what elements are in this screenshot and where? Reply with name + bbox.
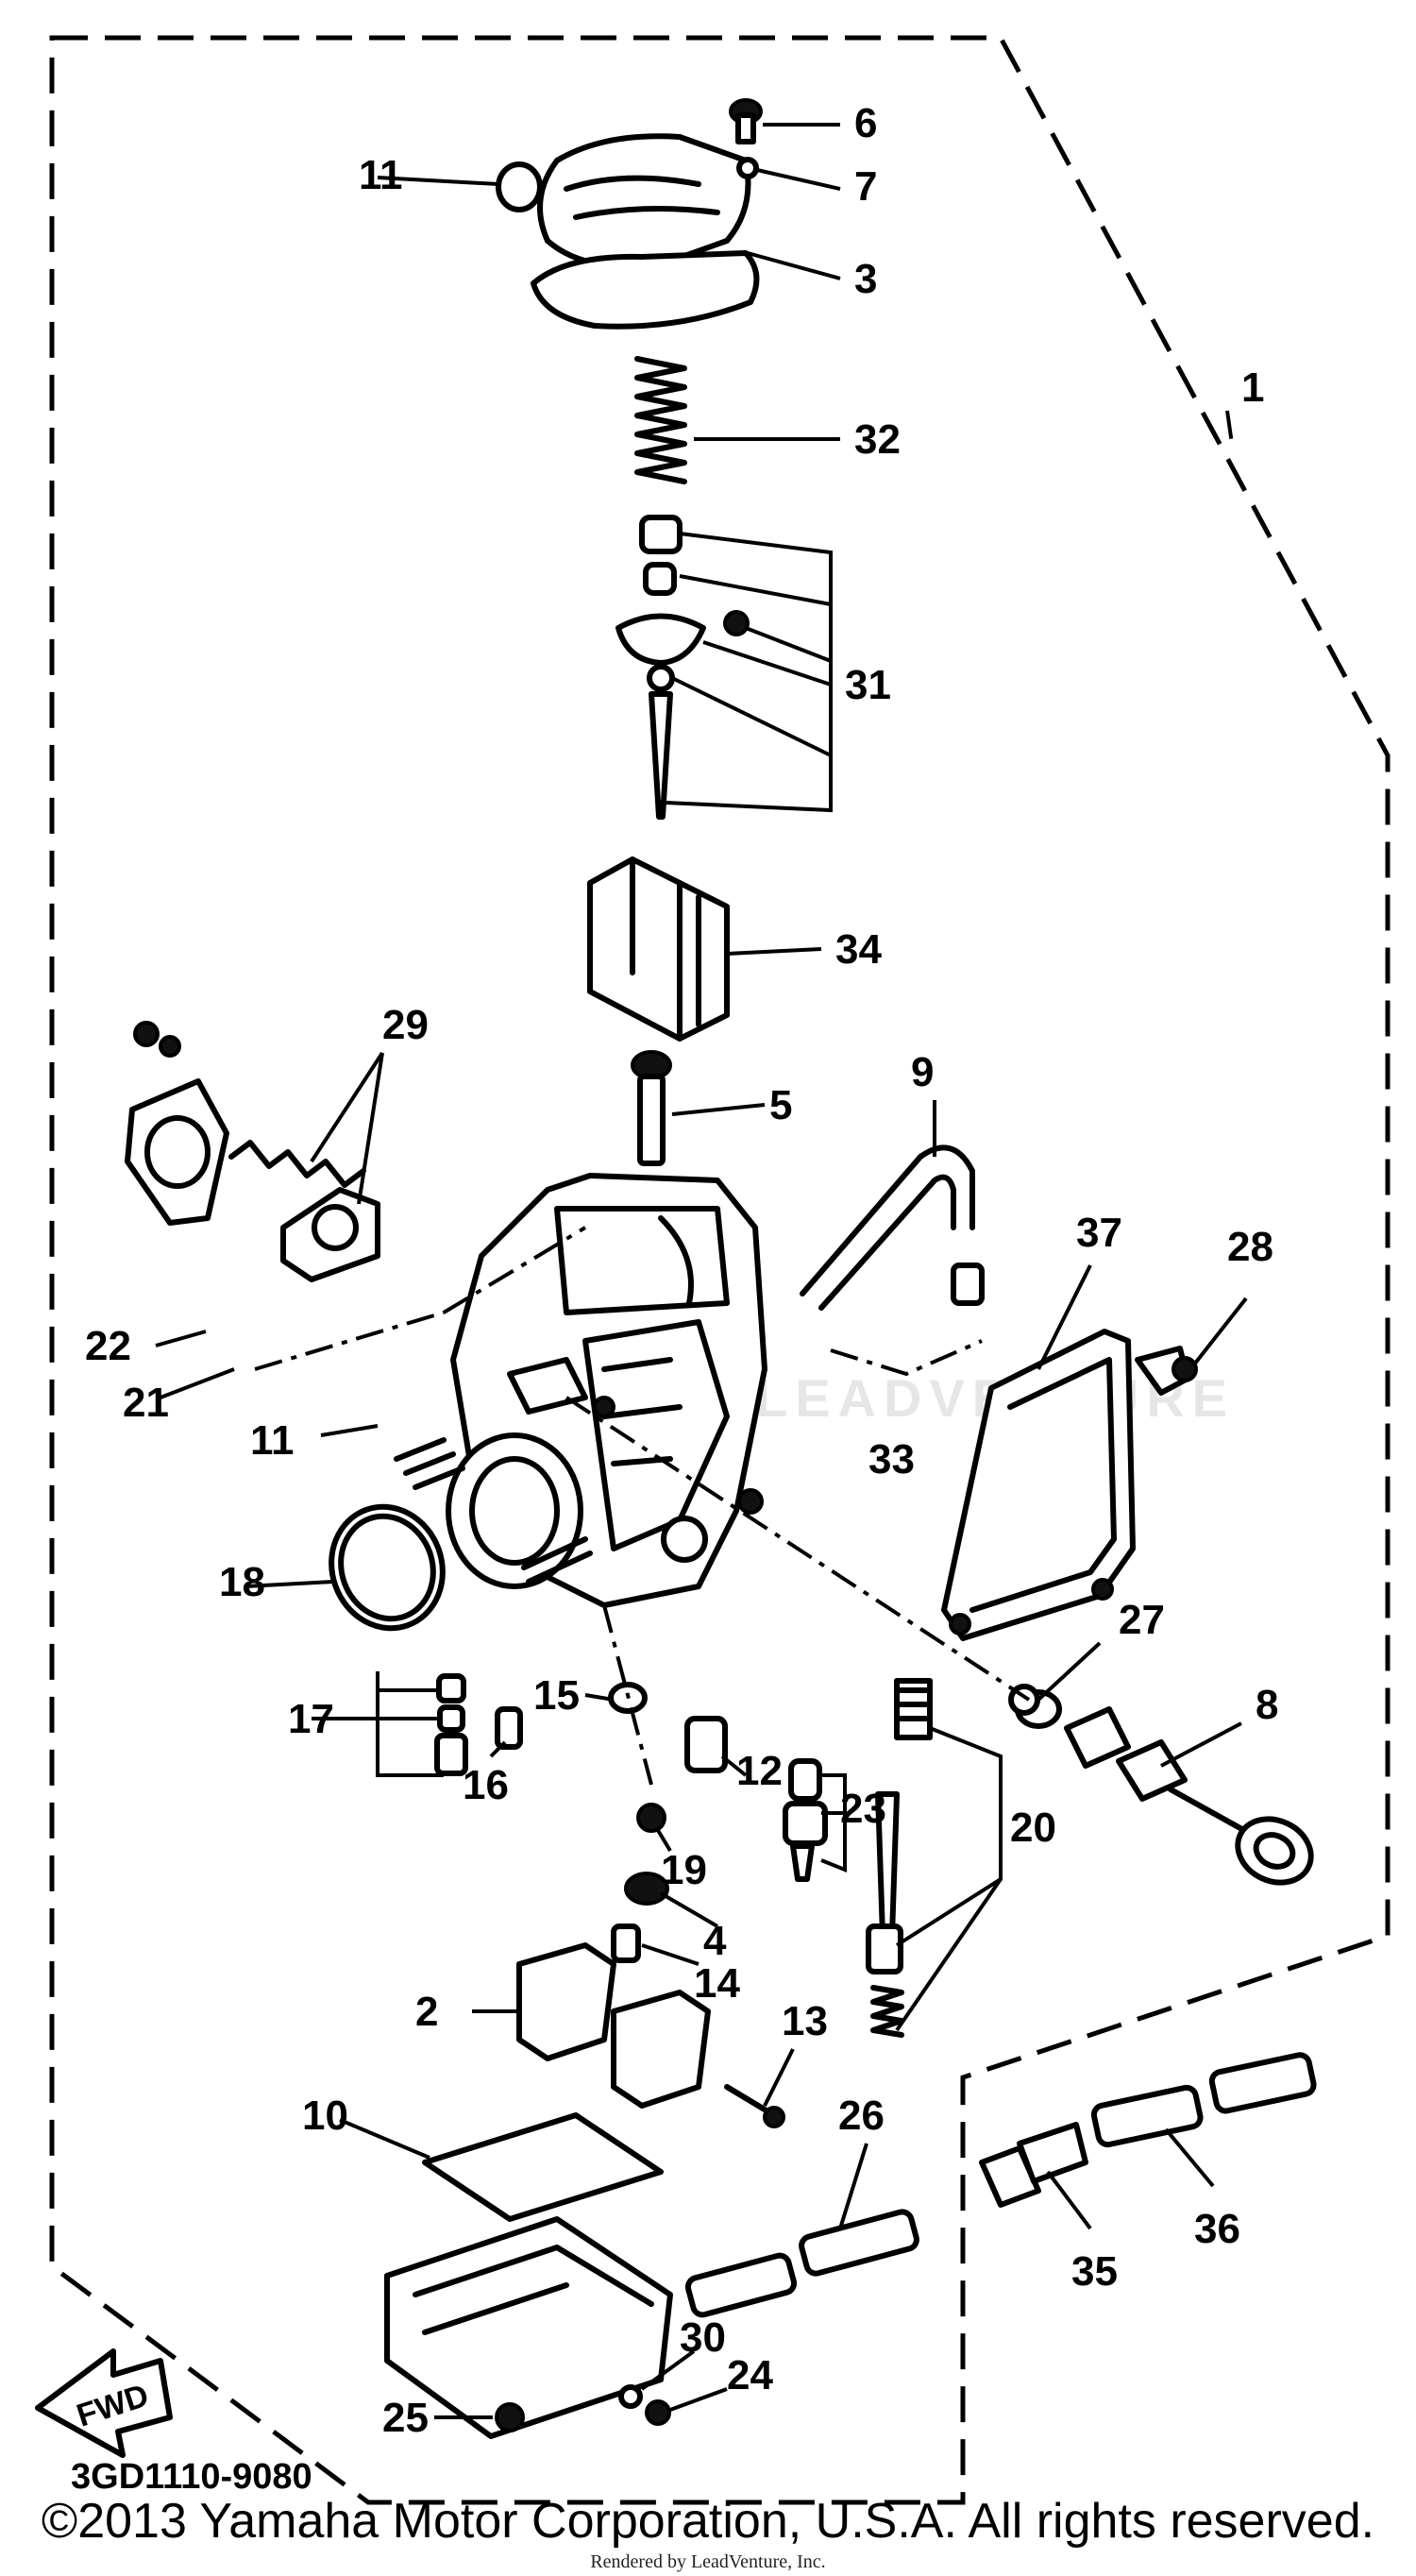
callout-11b: 11 bbox=[250, 1417, 295, 1464]
hose-36 bbox=[1090, 2052, 1317, 2148]
spring-32 bbox=[634, 356, 687, 484]
bowl-gasket-10 bbox=[422, 2112, 664, 2222]
callout-22: 22 bbox=[85, 1323, 131, 1369]
callout-12: 12 bbox=[736, 1748, 783, 1794]
part-code: 3GD1110-9080 bbox=[71, 2457, 312, 2497]
throttle-stop-screw-8 bbox=[1008, 1684, 1314, 1886]
callout-9: 9 bbox=[911, 1049, 934, 1095]
callout-18: 18 bbox=[219, 1559, 265, 1605]
accelerator-pump-29 bbox=[125, 1021, 380, 1282]
copyright-notice: ©2013 Yamaha Motor Corporation, U.S.A. A… bbox=[41, 2494, 1375, 2549]
callout-14: 14 bbox=[694, 1960, 740, 2007]
callout-17: 17 bbox=[288, 1696, 334, 1742]
hose-26 bbox=[684, 2209, 919, 2318]
leader-lines bbox=[155, 123, 1248, 2419]
assembly-boundary bbox=[49, 35, 1391, 2505]
throttle-valve-34 bbox=[587, 856, 730, 1042]
intake-flange bbox=[446, 1432, 583, 1589]
callout-29: 29 bbox=[382, 1002, 429, 1048]
callout-31: 31 bbox=[845, 662, 891, 708]
callout-32: 32 bbox=[854, 416, 901, 463]
cap-gasket bbox=[531, 250, 760, 330]
needle-set-31 bbox=[615, 515, 750, 820]
callout-10: 10 bbox=[302, 2093, 348, 2139]
gasket-18 bbox=[329, 1503, 446, 1632]
callout-35: 35 bbox=[1071, 2248, 1118, 2295]
float-cover-37 bbox=[941, 1329, 1136, 1641]
plug-11-top bbox=[496, 161, 543, 212]
callout-8: 8 bbox=[1256, 1682, 1278, 1728]
callout-1: 1 bbox=[1241, 364, 1264, 411]
callout-19: 19 bbox=[661, 1847, 707, 1893]
callout-7: 7 bbox=[854, 163, 877, 210]
callout-5: 5 bbox=[769, 1082, 792, 1128]
screw-28 bbox=[1135, 1346, 1198, 1396]
callout-30: 30 bbox=[680, 2314, 726, 2361]
callout-27: 27 bbox=[1119, 1597, 1165, 1643]
callout-21: 21 bbox=[123, 1380, 169, 1426]
callout-15: 15 bbox=[533, 1672, 580, 1719]
screw-24 bbox=[645, 2399, 671, 2426]
callout-13: 13 bbox=[782, 1998, 828, 2044]
fitting-35 bbox=[979, 2122, 1088, 2208]
callout-20: 20 bbox=[1010, 1805, 1056, 1851]
callout-24: 24 bbox=[727, 2352, 773, 2398]
callout-34: 34 bbox=[835, 926, 882, 973]
stud-bolts bbox=[394, 1437, 593, 1585]
callout-28: 28 bbox=[1227, 1224, 1273, 1270]
o-ring-30 bbox=[618, 2384, 643, 2409]
rendered-by-text: Rendered by LeadVenture, Inc. bbox=[590, 2551, 826, 2572]
hose-9 bbox=[800, 1144, 985, 1311]
bolt-5 bbox=[631, 1050, 672, 1166]
carburetor-body bbox=[446, 1173, 767, 1608]
float-bowl bbox=[384, 2112, 673, 2439]
jet-cluster bbox=[434, 1673, 933, 2038]
callout-36: 36 bbox=[1194, 2206, 1240, 2252]
callout-26: 26 bbox=[838, 2093, 885, 2139]
washer-7 bbox=[736, 157, 759, 179]
callout-6: 6 bbox=[854, 100, 877, 146]
callout-37: 37 bbox=[1076, 1210, 1122, 1256]
top-cap-assembly bbox=[496, 98, 763, 330]
drain-screw-25 bbox=[495, 2402, 525, 2432]
callout-25: 25 bbox=[382, 2395, 429, 2441]
callout-4: 4 bbox=[703, 1918, 727, 1964]
callout-3: 3 bbox=[854, 256, 877, 302]
top-cover bbox=[537, 133, 751, 270]
fwd-arrow-icon: FWD bbox=[35, 2348, 173, 2458]
callout-labels: 1 2 3 4 5 6 7 8 9 10 11 11 12 13 14 15 1… bbox=[85, 100, 1278, 2441]
float-section bbox=[516, 1872, 785, 2128]
callout-2: 2 bbox=[415, 1989, 438, 2035]
callout-23: 23 bbox=[840, 1786, 886, 1832]
callout-11a: 11 bbox=[359, 152, 403, 198]
callout-33: 33 bbox=[868, 1436, 915, 1483]
float-2 bbox=[516, 1942, 616, 2061]
callout-16: 16 bbox=[463, 1762, 509, 1808]
